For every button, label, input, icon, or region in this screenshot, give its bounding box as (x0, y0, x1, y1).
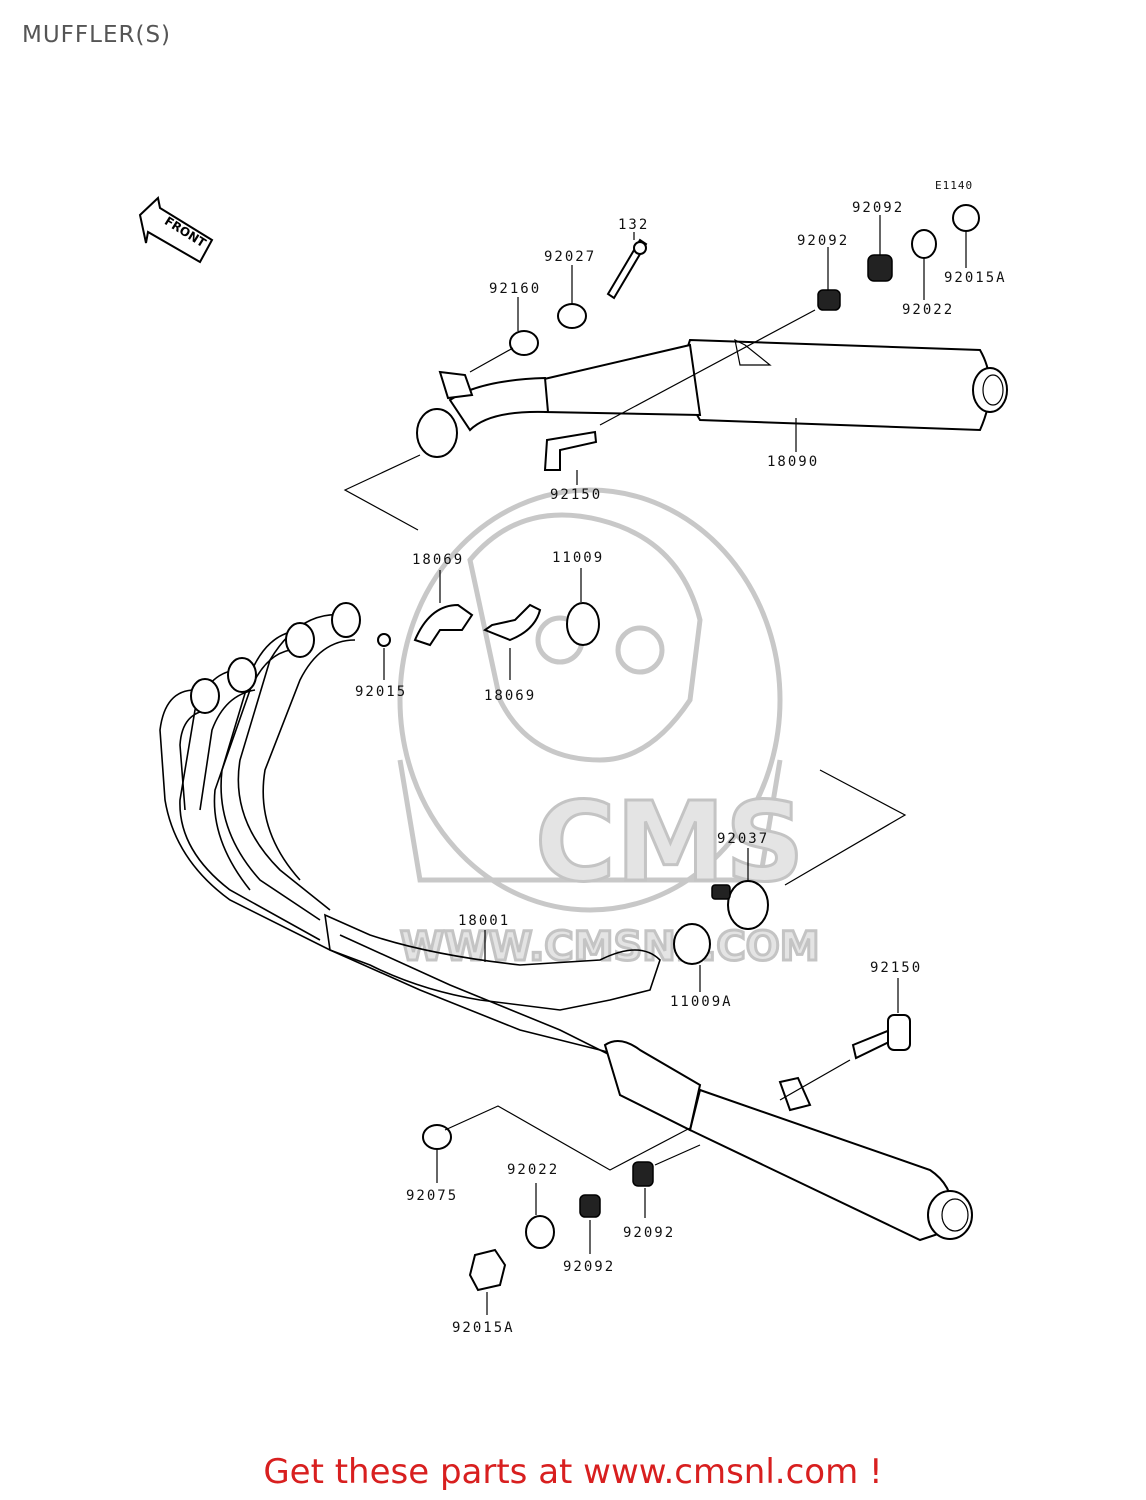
part-label: 11009A (670, 994, 733, 1010)
part-label: 11009 (552, 550, 604, 566)
watermark: CMS WWW.CMSNL.COM (397, 487, 821, 972)
lower-fasteners (422, 1105, 701, 1315)
part-label: 92092 (623, 1225, 675, 1241)
footer-promo-link[interactable]: Get these parts at www.cmsnl.com ! (263, 1452, 883, 1492)
lower-muffler (603, 1040, 973, 1242)
part-label: 18069 (484, 688, 536, 704)
part-label: 92027 (544, 249, 596, 265)
part-label: 92160 (489, 281, 541, 297)
part-label: 18001 (458, 913, 510, 929)
part-label: 92015A (452, 1320, 515, 1336)
part-labels: 132 92027 92160 92092 92092 92022 92015A… (355, 200, 1007, 1336)
part-label: 132 (618, 217, 649, 233)
part-label: 92075 (406, 1188, 458, 1204)
clamp-parts (377, 568, 600, 680)
part-label: 92022 (902, 302, 954, 318)
reference-code: E1140 (935, 179, 973, 192)
part-label: 18090 (767, 454, 819, 470)
upper-muffler (416, 338, 1008, 458)
page-title: MUFFLER(S) (22, 22, 172, 48)
upper-fasteners (509, 204, 980, 471)
part-label: 92150 (870, 960, 922, 976)
watermark-url: WWW.CMSNL.COM (400, 924, 820, 970)
part-label: 92037 (717, 831, 769, 847)
part-label: 92092 (852, 200, 904, 216)
part-label: 92015A (944, 270, 1007, 286)
part-label: 92015 (355, 684, 407, 700)
upper-leader-lines (343, 215, 967, 531)
part-label: 92092 (797, 233, 849, 249)
part-label: 92022 (507, 1162, 559, 1178)
part-label: 18069 (412, 552, 464, 568)
front-arrow-icon: FRONT (138, 196, 214, 264)
part-label: 92092 (563, 1259, 615, 1275)
part-label: 92150 (550, 487, 602, 503)
joint-parts (673, 769, 911, 1101)
